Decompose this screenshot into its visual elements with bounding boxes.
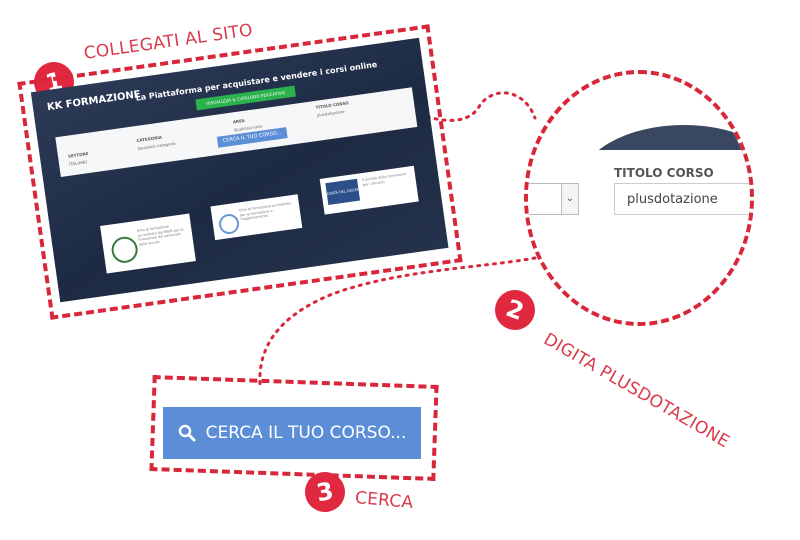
search-course-button[interactable]: CERCA IL TUO CORSO... xyxy=(163,407,421,459)
categoria-select[interactable]: Qualsiasi categoria xyxy=(137,140,176,151)
card-miur-text: Ente di formazione accreditato dal MIUR … xyxy=(136,224,184,247)
search-course-button-label: CERCA IL TUO CORSO... xyxy=(205,423,407,443)
card-ente: Ente di formazione accreditato per la fo… xyxy=(210,194,303,241)
card-docente-text: Il portale della formazione per i Docent… xyxy=(361,171,407,187)
connector-2-to-3 xyxy=(258,256,537,387)
card-miur: Ente di formazione accreditato dal MIUR … xyxy=(100,213,196,274)
miur-logo-icon xyxy=(109,235,140,265)
ente-logo-icon xyxy=(217,212,241,236)
titolo-input[interactable]: plusdotazione xyxy=(316,108,345,118)
step-2-number: 2 xyxy=(502,293,528,327)
chevron-down-icon[interactable]: ⌄ xyxy=(561,183,579,215)
zoom-titolo-label: TITOLO CORSO xyxy=(614,166,714,180)
settore-select[interactable]: ITALIANO xyxy=(68,159,88,167)
card-ente-text: Ente di formazione accreditato per la fo… xyxy=(238,201,292,222)
step-3-number: 3 xyxy=(314,476,336,508)
connector-1-to-2 xyxy=(403,91,537,122)
website-screenshot-frame: KK FORMAZIONE La Piattaforma per acquist… xyxy=(17,24,463,320)
categoria-label: CATEGORIA xyxy=(136,134,163,144)
zoom-lens: ⌄ TITOLO CORSO plusdotazione xyxy=(524,70,754,326)
area-label: AREA xyxy=(232,117,246,125)
settore-label: SETTORE xyxy=(67,150,89,159)
card-docente: CARTA DEL DOCENTE Il portale della forma… xyxy=(319,165,419,215)
carta-docente-logo: CARTA DEL DOCENTE xyxy=(325,178,361,206)
search-icon xyxy=(178,424,196,442)
zoom-titolo-input[interactable]: plusdotazione xyxy=(614,183,750,215)
